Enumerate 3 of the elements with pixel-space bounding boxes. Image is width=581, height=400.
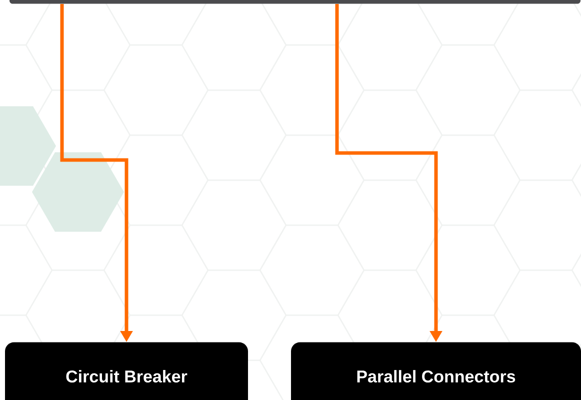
device-bar — [10, 0, 580, 4]
label-box: Circuit Breaker — [5, 342, 248, 400]
label-box: Parallel Connectors — [291, 342, 581, 400]
